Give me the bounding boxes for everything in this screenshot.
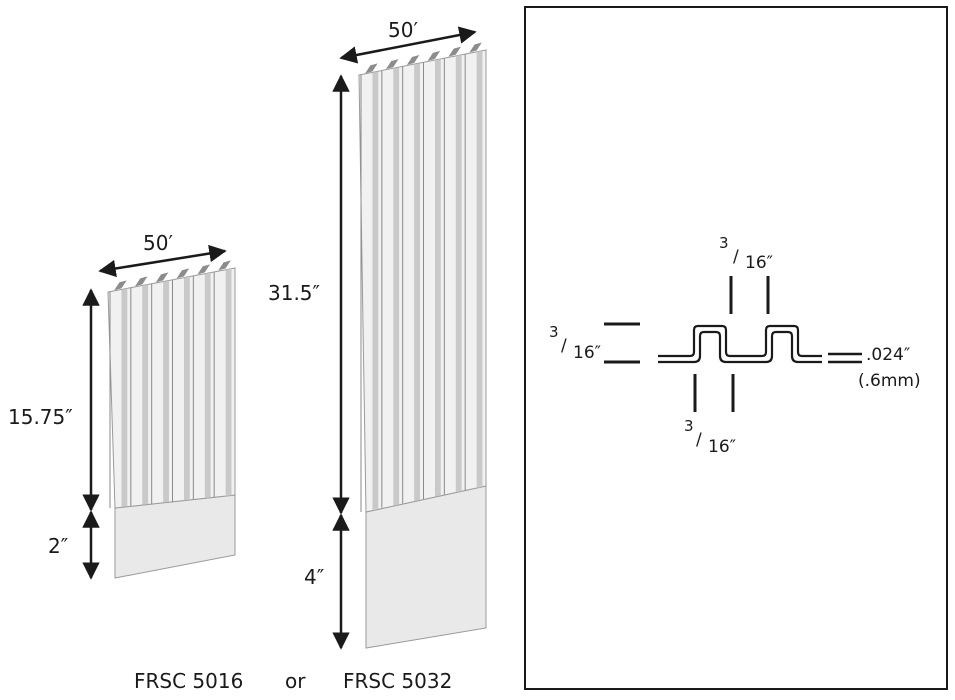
large-product-code: FRSC 5032 [343,669,452,693]
small-rib-top [135,276,148,287]
panel-small [107,260,236,579]
large-rib-shade [476,50,483,488]
small-rib-top [114,280,127,291]
small-rib-shade [163,280,169,503]
thickness-marker [828,352,862,364]
large-rib-shade [434,59,441,497]
bottom-ticks [693,374,735,412]
small-rib-shade [225,268,232,496]
profile-box [524,6,948,690]
panel-large-ribs [360,42,483,512]
panel-large [358,42,487,649]
top-fraction-den: 16″ [745,253,773,273]
large-rib-top [365,63,378,74]
small-rib-shade [121,288,128,507]
corrugation-profile [658,324,822,364]
small-width-label: 50′ [143,231,173,255]
small-height-label: 15.75″ [8,405,73,429]
thickness-mm: (.6mm) [858,371,921,391]
bottom-fraction-den: 16″ [708,437,736,457]
bottom-fraction-slash: / [696,430,702,450]
large-rib-shade [372,71,379,510]
top-fraction-slash: / [733,247,739,267]
small-rib-shade [183,276,190,501]
panel-small-ribs [109,260,232,508]
small-width-arrow [98,244,227,278]
thickness-inches: .024″ [866,345,910,365]
small-product-code: FRSC 5016 [134,669,243,693]
small-rib-shade [204,272,211,499]
top-ticks [729,276,770,314]
left-fraction-den: 16″ [573,343,601,363]
top-fraction-num: 3 [719,234,729,252]
connector-word: or [285,669,306,693]
left-ticks [604,322,640,364]
panel-large-base [365,485,487,649]
large-width-arrow [339,26,477,64]
large-rib-shade [414,63,420,501]
large-width-label: 50′ [388,18,418,42]
left-fraction-num: 3 [549,323,559,341]
small-base-label: 2″ [48,534,68,558]
large-base-label: 4″ [304,565,324,589]
small-rib-shade [142,284,149,505]
large-rib-shade [393,67,400,506]
panel-small-base [114,494,236,579]
left-fraction-slash: / [561,336,567,356]
bottom-fraction-num: 3 [684,417,694,435]
large-rib-shade [455,54,462,493]
large-height-label: 31.5″ [268,281,320,305]
